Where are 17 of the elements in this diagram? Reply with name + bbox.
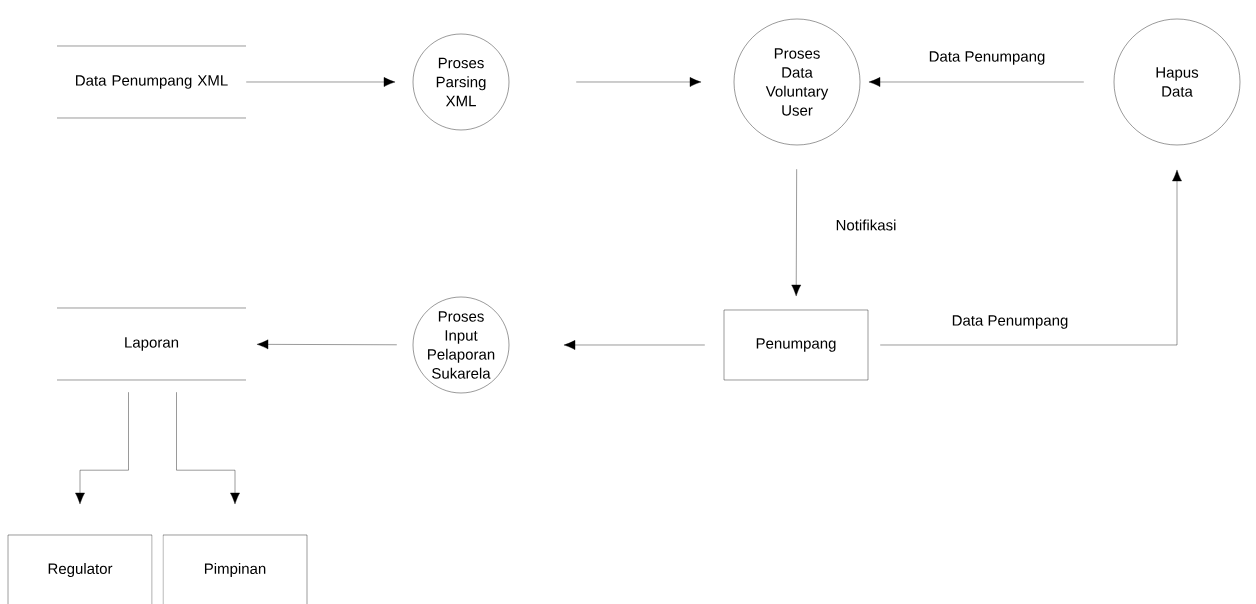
- entity-box: Pimpinan: [162, 534, 308, 604]
- entity-box: Regulator: [7, 534, 153, 604]
- arrow: [75, 392, 129, 505]
- arrow: [246, 77, 396, 87]
- entity-box: Penumpang: [723, 309, 869, 381]
- arrow: [176, 392, 240, 505]
- edge-label: Data Penumpang: [950, 314, 1070, 330]
- arrow: [868, 77, 1084, 87]
- arrow: [791, 169, 802, 297]
- arrow: [563, 340, 705, 350]
- data-store: Laporan: [56, 307, 247, 381]
- edge-label: Data Penumpang: [927, 50, 1047, 66]
- arrow: [880, 169, 1182, 346]
- arrow: [576, 77, 702, 87]
- data-store: Data Penumpang XML: [56, 45, 247, 119]
- edge-label: Notifikasi: [834, 218, 898, 232]
- arrow: [256, 339, 397, 350]
